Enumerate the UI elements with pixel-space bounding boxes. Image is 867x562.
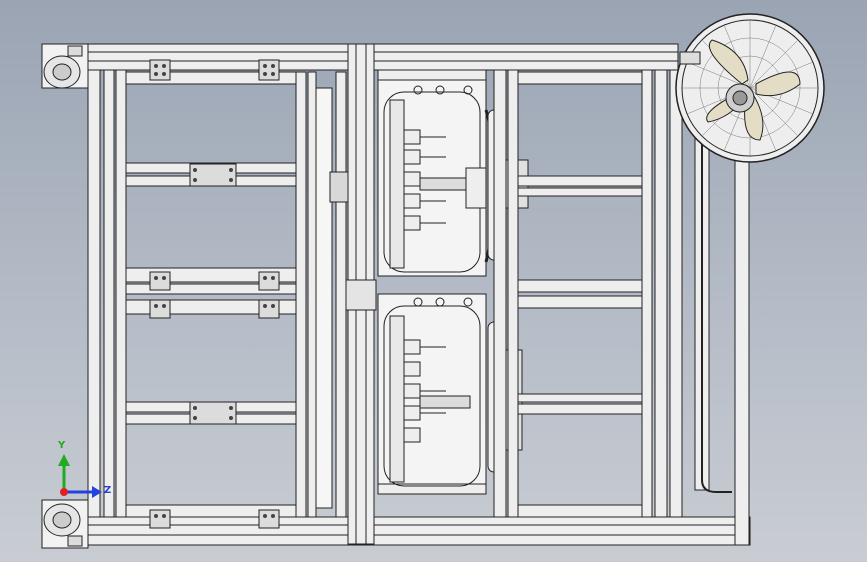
caster-bottom-left [41, 499, 89, 549]
outer-frame [87, 43, 751, 546]
triad-y-label: Y [58, 440, 66, 451]
center-post [329, 43, 377, 545]
caster-top-left [41, 43, 89, 89]
left-bay-frame [125, 71, 347, 518]
triad-z-label: Z [104, 485, 112, 496]
coordinate-triad [58, 454, 102, 498]
right-bay-frame [493, 69, 643, 518]
triad-origin [60, 488, 68, 496]
fan-assembly [675, 13, 825, 493]
